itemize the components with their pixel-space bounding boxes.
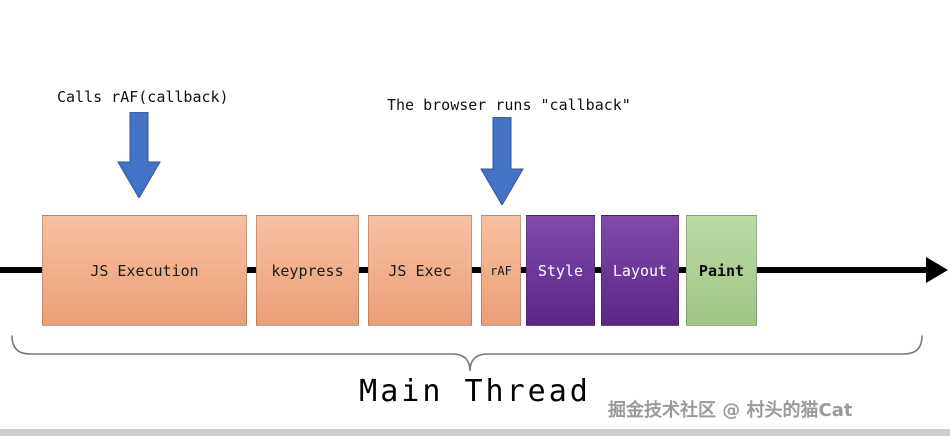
timeline-block-js-execution: JS Execution [42, 215, 247, 326]
bottom-scrollbar [0, 429, 950, 436]
timeline-block-keypress: keypress [256, 215, 359, 326]
watermark-text: 掘金技术社区 @ 村头的猫Cat [608, 400, 853, 421]
annotation-browser-runs-label: The browser runs "callback" [387, 96, 631, 114]
timeline-block-paint: Paint [686, 215, 757, 326]
main-thread-label: Main Thread [359, 374, 591, 409]
annotation-calls-raf-label: Calls rAF(callback) [57, 88, 229, 106]
down-arrow-icon [117, 112, 161, 198]
timeline-block-js-exec: JS Exec [368, 215, 472, 326]
down-arrow-icon [480, 117, 524, 205]
timeline-block-layout: Layout [601, 215, 679, 326]
timeline-block-style: Style [526, 215, 595, 326]
timeline-block-raf: rAF [481, 215, 521, 326]
timeline-arrowhead-icon [926, 257, 948, 283]
main-thread-brace [11, 335, 923, 372]
